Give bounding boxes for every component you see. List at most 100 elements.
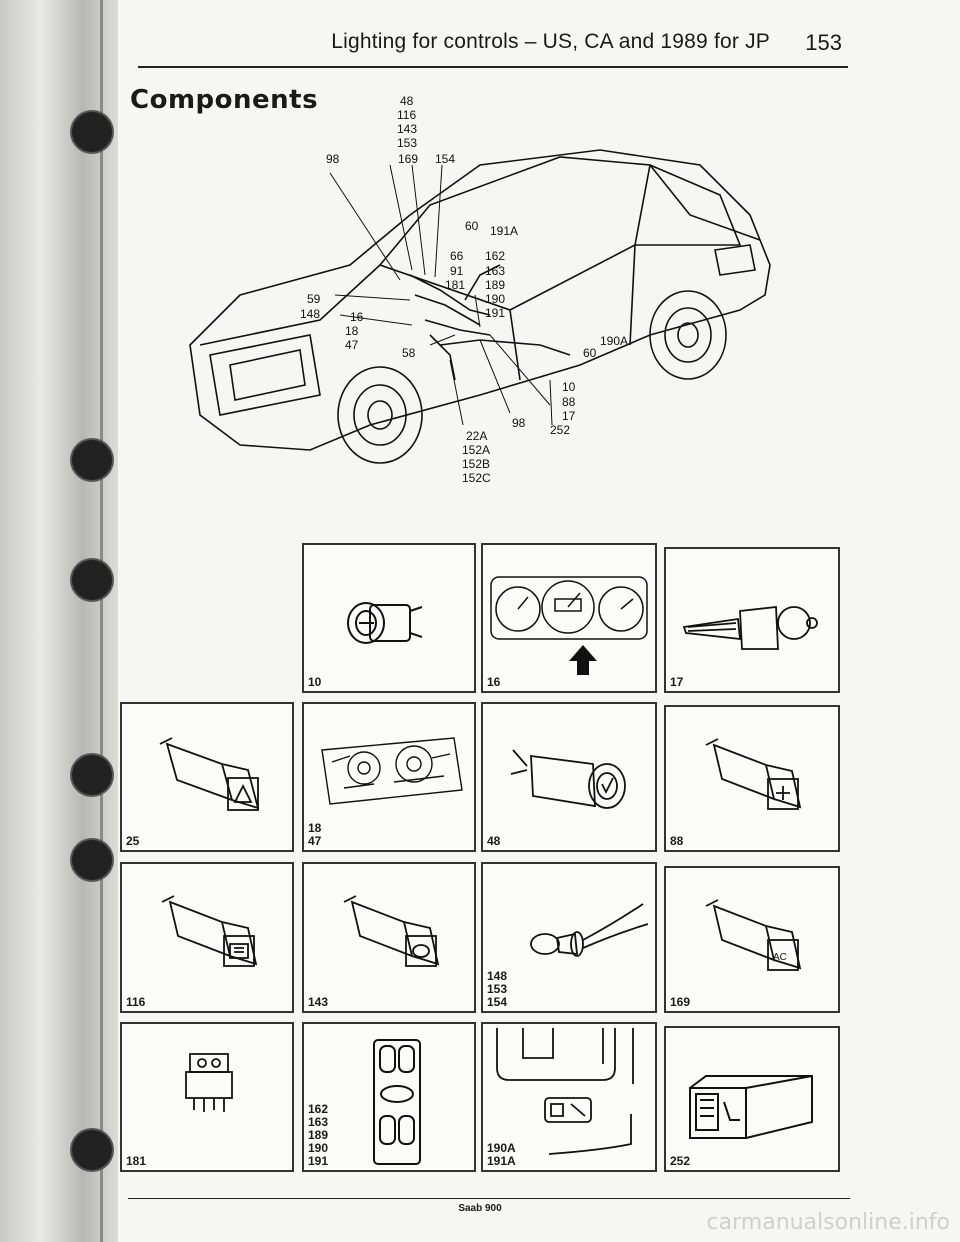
callout-labels: 25 48 116 143 153 98 169 154 60 191A 66 … — [300, 95, 628, 485]
component-panel-25: 25 — [120, 702, 294, 852]
panel-label-text: 163 — [308, 1115, 329, 1129]
panel-label-10: 10 — [308, 676, 321, 689]
watermark-text: carmanualsonline.info — [706, 1210, 950, 1235]
panel-label-text: 191 — [308, 1154, 329, 1168]
component-panel-116: 116 — [120, 862, 294, 1013]
panel-label-text: 169 — [670, 995, 691, 1009]
panel-label-116: 116 — [126, 996, 145, 1009]
callout-top-3: 116 — [397, 108, 416, 122]
callout-91: 91 — [450, 264, 464, 278]
switch-ac-icon: AC — [705, 899, 802, 971]
panel-label-text: 189 — [308, 1128, 329, 1142]
switch-mirror-icon — [185, 1053, 233, 1112]
panel-label-16: 16 — [487, 676, 500, 689]
running-title: Lighting for controls – US, CA and 1989 … — [331, 30, 770, 54]
callout-16: 16 — [350, 310, 364, 324]
component-panel-148: 148 153 154 — [481, 862, 657, 1013]
callout-162: 162 — [485, 249, 505, 263]
callout-191a: 191A — [490, 224, 518, 238]
panel-label-88: 88 — [670, 835, 683, 848]
callout-148: 148 — [300, 307, 320, 321]
callout-66: 66 — [450, 249, 464, 263]
panel-label-169: 169 — [670, 996, 690, 1009]
switch-rear-fog-icon — [705, 738, 802, 810]
panel-label-text: 252 — [670, 1154, 691, 1168]
car-location-diagram: 25 48 116 143 153 98 169 154 60 191A 66 … — [189, 95, 771, 485]
callout-190a: 190A — [600, 334, 628, 348]
panel-label-text: 148 — [487, 969, 508, 983]
panel-label-252: 252 — [670, 1155, 690, 1168]
binding-hole-5 — [72, 840, 112, 880]
panel-label-181: 181 — [126, 1155, 146, 1168]
panel-label-text: 181 — [126, 1154, 147, 1168]
binding-spine — [0, 0, 118, 1242]
panel-label-text: 191A — [487, 1154, 516, 1168]
callout-47: 47 — [345, 338, 359, 352]
panel-label-text: 162 — [308, 1102, 329, 1116]
callout-18: 18 — [345, 324, 359, 338]
panel-label-text: 116 — [126, 995, 146, 1009]
component-panel-252: 252 — [664, 1026, 840, 1172]
callout-top-2: 48 — [400, 95, 414, 108]
rheostat-icon — [682, 605, 818, 650]
panel-label-148-153-154: 148 153 154 — [487, 970, 507, 1009]
callout-58: 58 — [402, 346, 416, 360]
panel-label-162-191: 162 163 189 190 191 — [308, 1103, 328, 1168]
callout-152a: 152A — [462, 443, 490, 457]
switch-hazard-icon — [159, 737, 260, 811]
panel-label-text: 47 — [308, 834, 322, 848]
component-panel-16: 16 — [481, 543, 657, 693]
panel-label-17: 17 — [670, 676, 683, 689]
callout-leaders — [329, 164, 553, 426]
footer-text: Saab 900 — [458, 1203, 502, 1214]
panel-label-text: 16 — [487, 675, 501, 689]
panel-label-text: 154 — [487, 995, 508, 1009]
instrument-cluster-rear-icon — [321, 737, 463, 805]
section-title: Components — [130, 85, 319, 115]
binding-hole-3 — [72, 560, 112, 600]
panel-label-text: 25 — [126, 834, 140, 848]
component-panel-190a: 190A 191A — [481, 1022, 657, 1172]
panel-label-25: 25 — [126, 835, 139, 848]
window-lift-switch-panel-icon — [373, 1039, 421, 1165]
binding-hole-6 — [72, 1130, 112, 1170]
binding-hole-1 — [72, 112, 112, 152]
instrument-cluster-icon — [490, 576, 648, 675]
panel-label-text: 153 — [487, 982, 508, 996]
panel-label-text: 17 — [670, 675, 684, 689]
panel-label-text: 143 — [308, 995, 329, 1009]
callout-154: 154 — [435, 152, 455, 166]
panel-label-text: 10 — [308, 675, 322, 689]
switch-rear-window-heater-icon — [161, 895, 258, 967]
component-panel-169: AC 169 — [664, 866, 840, 1013]
callout-189: 189 — [485, 278, 505, 292]
callout-98-top: 98 — [326, 152, 340, 166]
component-panel-18: 18 47 — [302, 702, 476, 852]
panel-label-text: 88 — [670, 834, 684, 848]
footer-rule — [128, 1198, 850, 1199]
seat-heater-switch-icon — [689, 1075, 813, 1139]
callout-60: 60 — [465, 219, 479, 233]
panel-label-143: 143 — [308, 996, 328, 1009]
callout-169: 169 — [398, 152, 418, 166]
callout-191: 191 — [485, 306, 505, 320]
callout-252: 252 — [550, 423, 570, 437]
callout-181: 181 — [445, 278, 465, 292]
binding-hole-2 — [72, 440, 112, 480]
panel-label-190a-191a: 190A 191A — [487, 1142, 516, 1168]
running-title-text: Lighting for controls – US, CA and 1989 … — [331, 30, 770, 53]
panel-label-text: 190 — [308, 1141, 329, 1155]
bulb-holder-icon — [530, 903, 649, 957]
binding-spine-edge — [100, 0, 103, 1242]
callout-163: 163 — [485, 264, 505, 278]
binding-hole-4 — [72, 755, 112, 795]
callout-top-4: 143 — [397, 122, 417, 136]
callout-17: 17 — [562, 409, 576, 423]
component-panel-162: 162 163 189 190 191 — [302, 1022, 476, 1172]
rear-console-switch-icon — [496, 1028, 634, 1155]
panel-label-text: 190A — [487, 1141, 516, 1155]
callout-88: 88 — [562, 395, 576, 409]
component-panel-48: 48 — [481, 702, 657, 852]
panel-label-18-47: 18 47 — [308, 822, 321, 848]
component-panel-88: 88 — [664, 705, 840, 852]
